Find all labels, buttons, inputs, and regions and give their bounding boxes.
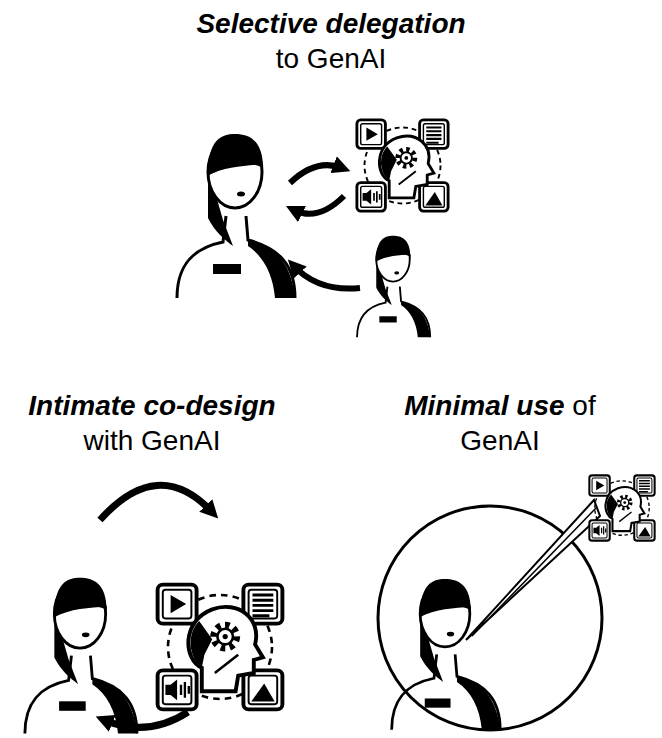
person-figure bbox=[25, 578, 137, 734]
heading-emphasis: Intimate co-design bbox=[2, 388, 302, 423]
cycle-arrow bbox=[290, 165, 342, 183]
cycle-arrow bbox=[104, 712, 188, 727]
genai-icon bbox=[589, 475, 654, 540]
heading-text: with GenAI bbox=[2, 423, 302, 458]
panel-heading: Intimate co-designwith GenAI bbox=[2, 388, 302, 458]
genai-icon bbox=[158, 585, 283, 710]
heading-text: to GenAI bbox=[111, 41, 551, 76]
person-figure bbox=[177, 134, 295, 298]
cycle-arrow bbox=[294, 196, 344, 214]
speech-wedge bbox=[466, 500, 600, 640]
panel-heading: Selective delegationto GenAI bbox=[111, 6, 551, 76]
heading-emphasis: Minimal use bbox=[404, 390, 564, 421]
person-figure bbox=[357, 236, 430, 338]
speech-wedge bbox=[472, 508, 596, 636]
person-figure bbox=[392, 579, 501, 730]
panel-heading: Minimal useof GenAI bbox=[382, 388, 618, 458]
heading-emphasis: Selective delegation bbox=[111, 6, 551, 41]
cycle-arrow bbox=[100, 485, 212, 520]
handoff-arrow bbox=[294, 266, 360, 289]
genai-icon bbox=[357, 120, 448, 211]
